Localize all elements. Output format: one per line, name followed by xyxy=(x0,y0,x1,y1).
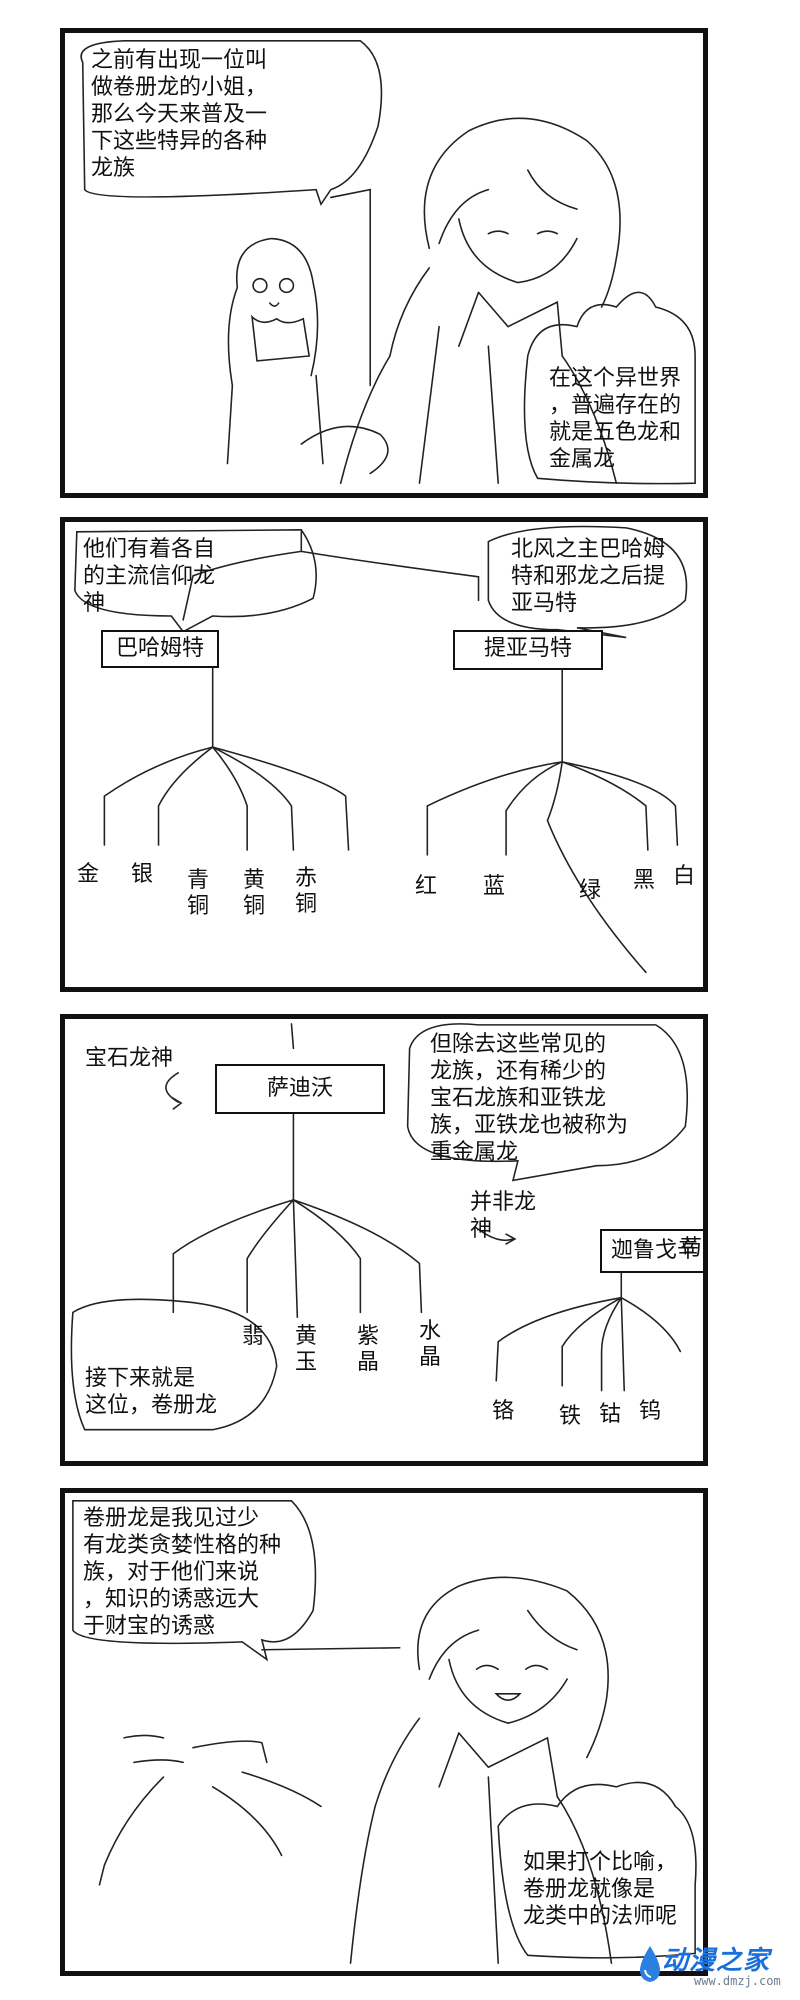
dragon-copper: 赤 铜 xyxy=(294,866,317,917)
label-not-dragon-god: 并非龙 神 xyxy=(470,1190,537,1242)
dragon-gold: 金 xyxy=(76,862,99,887)
tree-left-branch-brass xyxy=(211,746,295,851)
god-sardior-box: 萨迪沃 xyxy=(215,1064,385,1114)
speech-bubble-right-outline xyxy=(497,1781,697,1959)
dragon-tungsten: 钨 xyxy=(638,1399,661,1424)
tree-gem-branch-1 xyxy=(172,1199,295,1314)
site-watermark: 动漫之家 www.dmzj.com xyxy=(636,1940,786,1992)
tree-root-branches xyxy=(182,531,480,621)
tree-gem-branch-3 xyxy=(292,1199,299,1319)
dragon-white: 白 xyxy=(672,864,695,889)
arrow-gem-god xyxy=(165,1072,183,1110)
panel-4-art xyxy=(72,1500,697,1964)
character-hair xyxy=(417,1576,609,1759)
speech-bubble-right-outline xyxy=(406,1023,689,1182)
speech-bubble-left-outline xyxy=(74,529,317,633)
panel-2-speech-right: 北风之主巴哈姆 特和邪龙之后提 亚马特 xyxy=(511,537,666,616)
panel-1-speech-right: 在这个异世界 ，普遍存在的 就是五色龙和 金属龙 xyxy=(549,366,682,472)
dragon-bronze: 青 铜 xyxy=(186,868,209,919)
small-character-eye-left xyxy=(252,277,268,294)
character-eyes-closed xyxy=(475,1664,549,1671)
panel-3-art xyxy=(70,1023,689,1431)
watermark-url: www.dmzj.com xyxy=(694,1974,781,1988)
dragon-black: 黑 xyxy=(632,868,655,893)
tall-character-collar xyxy=(389,267,563,357)
tree-ferrous-branch-4 xyxy=(620,1296,626,1392)
tree-right-branch-blue xyxy=(505,761,563,856)
dragon-brass: 黄 铜 xyxy=(242,868,265,919)
tree-left-branch-gold xyxy=(103,746,214,846)
character-coat xyxy=(349,1776,613,1964)
sketch-lines-left xyxy=(98,1734,322,1886)
tree-gem-branch-2 xyxy=(246,1199,295,1314)
tall-character-hair xyxy=(423,117,621,308)
panel-2-speech-left: 他们有着各自 的主流信仰龙 神 xyxy=(83,537,216,616)
god-ferrous-tail: 苟 xyxy=(680,1236,703,1261)
label-gem-dragon-god: 宝石龙神 xyxy=(85,1046,174,1071)
droplet-logo-icon xyxy=(640,1946,660,1982)
tree-ferrous-branch-5 xyxy=(620,1296,682,1353)
panel-1: 之前有出现一位叫 做卷册龙的小姐， 那么今天来普及一 下这些特异的各种 龙族 在… xyxy=(60,28,708,498)
panel-2-art xyxy=(74,525,688,974)
dragon-crystal: 水 晶 xyxy=(418,1319,441,1370)
dragon-emerald: 翡 xyxy=(241,1324,264,1349)
panel-1-speech-left: 之前有出现一位叫 做卷册龙的小姐， 那么今天来普及一 下这些特异的各种 龙族 xyxy=(91,48,268,181)
dragon-blue: 蓝 xyxy=(482,874,505,899)
panel-4: 卷册龙是我见过少 有龙类贪婪性格的种 族，对于他们来说 ，知识的诱惑远大 于财宝… xyxy=(60,1488,708,1976)
tree-gem-branch-4 xyxy=(292,1199,362,1314)
tree-gem-branch-5 xyxy=(292,1199,423,1314)
small-character-eye-right xyxy=(278,277,295,294)
god-bahamut-box: 巴哈姆特 xyxy=(101,630,219,668)
tall-character-hand xyxy=(300,425,389,475)
panel-4-caption: 卷册龙是我见过少 有龙类贪婪性格的种 族，对于他们来说 ，知识的诱惑远大 于财宝… xyxy=(83,1506,282,1639)
caption-pointer-line xyxy=(261,1646,401,1651)
tall-character-eyes xyxy=(487,230,559,235)
panel-1-art xyxy=(80,40,696,485)
god-tiamat-box: 提亚马特 xyxy=(453,630,603,670)
small-character-scarf xyxy=(251,314,311,362)
speech-bubble-right-outline xyxy=(523,291,696,485)
small-character-body xyxy=(226,374,324,465)
character-face xyxy=(448,1658,568,1724)
tree-ferrous-branch-1 xyxy=(495,1296,623,1382)
character-smile xyxy=(494,1693,522,1701)
panel-4-speech-right: 如果打个比喻， 卷册龙就像是 龙类中的法师呢 xyxy=(523,1850,678,1929)
speech-bubble-left-outline xyxy=(80,40,383,207)
panel-3-speech-right: 但除去这些常见的 龙族，还有稀少的 宝石龙族和亚铁龙 族，亚铁龙也被称为 重金属… xyxy=(430,1032,629,1165)
tall-character-face xyxy=(458,218,578,284)
small-character-hair xyxy=(227,237,319,387)
dragon-silver: 银 xyxy=(130,862,153,887)
tree-ferrous-branch-2 xyxy=(561,1296,623,1387)
tree-right-branch-black xyxy=(561,761,649,851)
tree-gem-trunk xyxy=(290,1023,295,1201)
speech-tail-line xyxy=(330,188,372,387)
tree-right-branch-white xyxy=(561,761,679,846)
tree-right-branch-red xyxy=(426,761,563,856)
dragon-red: 红 xyxy=(414,874,437,899)
tree-left-branch-copper xyxy=(211,746,350,851)
god-ferrous-box: 迦鲁戈辛 xyxy=(600,1229,703,1273)
panel-2: 他们有着各自 的主流信仰龙 神 北风之主巴哈姆 特和邪龙之后提 亚马特 巴哈姆特… xyxy=(60,517,708,992)
dragon-iron: 铁 xyxy=(558,1404,581,1429)
arrow-not-god xyxy=(477,1228,517,1245)
speech-bubble-bottom-outline xyxy=(70,1298,278,1431)
dragon-topaz: 黄 玉 xyxy=(294,1324,317,1375)
watermark-logo-text: 动漫之家 xyxy=(662,1946,771,1976)
panel-3: 宝石龙神 萨迪沃 但除去这些常见的 龙族，还有稀少的 宝石龙族和亚铁龙 族，亚铁… xyxy=(60,1014,708,1466)
dragon-cobalt: 钴 xyxy=(598,1402,621,1427)
dragon-amethyst: 紫 晶 xyxy=(356,1324,379,1375)
tree-left-branch-bronze xyxy=(211,746,248,851)
tree-left-branch-silver xyxy=(157,746,214,846)
tree-right-branch-green xyxy=(546,761,647,974)
character-collar xyxy=(374,1717,559,1808)
small-character-mouth xyxy=(269,302,280,307)
tree-ferrous-branch-3 xyxy=(600,1296,623,1392)
speech-bubble-right-outline xyxy=(487,525,688,639)
dragon-chromium: 铬 xyxy=(491,1399,514,1424)
caption-bubble-outline xyxy=(72,1500,317,1662)
dragon-green: 绿 xyxy=(578,878,601,903)
tall-character-coat xyxy=(339,325,618,484)
panel-3-speech-bottom: 接下来就是 这位，卷册龙 xyxy=(85,1366,218,1418)
